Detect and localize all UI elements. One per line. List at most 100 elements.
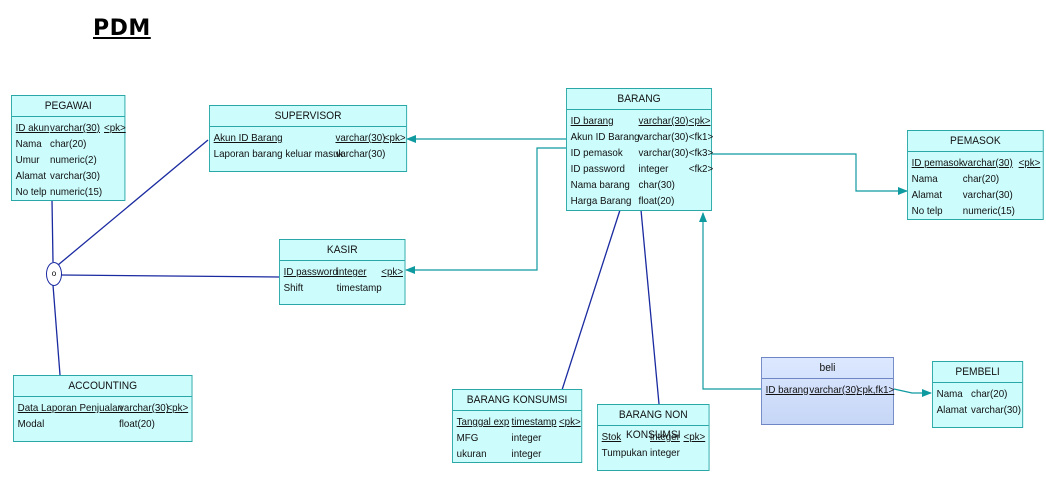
column-constraint: <pk,fk1> [856, 384, 895, 396]
column-name: Akun ID Barang [213, 132, 283, 144]
column-type: varchar(30) [809, 384, 860, 396]
column-name: ID pemasok [911, 157, 965, 169]
line-junction-kasir [60, 274, 280, 278]
column-name: Nama [936, 388, 963, 400]
column-constraint: <fk1> [688, 131, 714, 143]
entity-name: PEGAWAI [11, 96, 125, 117]
column-type: float(20) [638, 195, 675, 207]
line-pegawai-junction [51, 199, 54, 263]
column-type: numeric(15) [963, 205, 1016, 217]
column-name: Harga Barang [570, 195, 632, 207]
column-name: Stok [601, 431, 622, 443]
column-name: Shift [283, 282, 304, 294]
inheritance-junction[interactable]: o [46, 262, 62, 286]
column-type: integer [638, 163, 669, 175]
column-type: char(20) [963, 173, 1000, 185]
column-constraint: <pk> [383, 132, 406, 144]
column-name: ID barang [765, 384, 809, 396]
column-constraint: <pk> [1018, 157, 1041, 169]
column-row: Shift timestamp [284, 280, 401, 296]
column-name: Tumpukan [601, 447, 648, 459]
column-name: Laporan barang keluar masuk [213, 148, 344, 160]
column-type: char(20) [971, 388, 1008, 400]
entity-name: BARANG [566, 89, 712, 110]
column-row: ID pemasok varchar(30)<fk3> [570, 145, 714, 161]
column-type: varchar(30) [971, 404, 1021, 416]
column-type: timestamp [511, 416, 557, 428]
column-type: timestamp [336, 282, 382, 294]
column-type: varchar(30) [335, 132, 386, 144]
column-constraint: <pk> [688, 115, 711, 127]
column-row: Nama char(20) [937, 386, 1019, 402]
column-name: Umur [15, 154, 40, 166]
column-name: Alamat [15, 170, 47, 182]
column-type: varchar(30) [50, 122, 100, 134]
ref-beli-pembeli [893, 388, 932, 397]
line-junction-accounting [52, 284, 61, 376]
line-supervisor-junction [57, 139, 209, 266]
column-type: char(30) [638, 179, 675, 191]
column-name: ID password [283, 266, 338, 278]
entity-name: beli [761, 358, 894, 379]
column-constraint: <pk> [683, 431, 706, 443]
column-constraint: <pk> [104, 122, 126, 134]
column-type: varchar(30) [638, 147, 689, 159]
ref-barang-pemasok [711, 153, 908, 195]
column-constraint: <pk> [558, 416, 581, 428]
column-type: varchar(30) [963, 157, 1014, 169]
column-row: No telp numeric(15) [912, 203, 1039, 219]
column-name: Alamat [936, 404, 968, 416]
column-name: Tanggal exp [456, 416, 510, 428]
column-constraint: <pk> [166, 402, 189, 414]
column-type: char(20) [50, 138, 87, 150]
entity-name: BARANG KONSUMSI [452, 390, 582, 411]
column-type: varchar(30) [50, 170, 100, 182]
entity-name: SUPERVISOR [209, 106, 407, 127]
column-name: No telp [911, 205, 943, 217]
column-name: ID pemasok [570, 147, 623, 159]
column-name: Data Laporan Penjualan [17, 402, 123, 414]
column-constraint: <fk3> [688, 147, 714, 159]
column-type: varchar(30) [335, 148, 386, 160]
column-type: integer [511, 432, 542, 444]
column-row: Harga Barang float(20) [571, 193, 708, 209]
entity-name: ACCOUNTING [13, 376, 192, 397]
